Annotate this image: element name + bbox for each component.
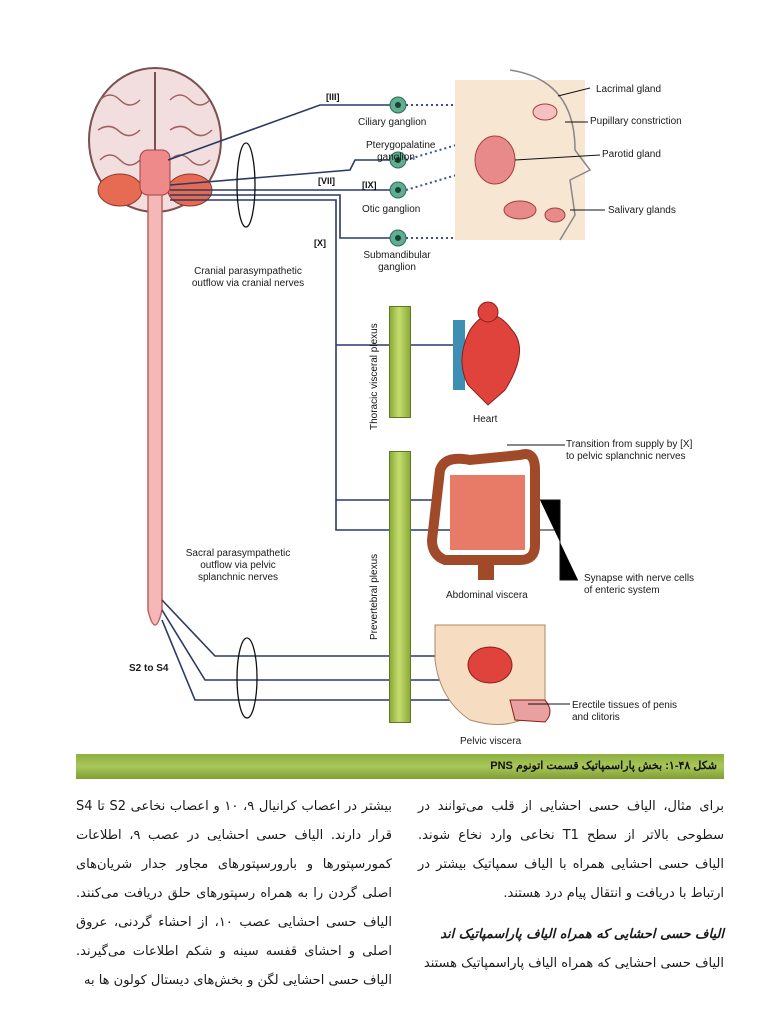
heart-illustration xyxy=(453,301,521,406)
body-leaders xyxy=(507,444,578,705)
pterygo-line2: ganglion xyxy=(377,152,415,163)
heart-label: Heart xyxy=(473,414,498,425)
prevertebral-plexus-label: Prevertebral plexus xyxy=(369,553,380,640)
cranial-outflow-label: Cranial parasympathetic outflow via cran… xyxy=(183,266,313,290)
sacral-line3: splanchnic nerves xyxy=(197,572,279,583)
pelvic-viscera-label: Pelvic viscera xyxy=(460,736,522,747)
synapse-label: Synapse with nerve cells of enteric syst… xyxy=(584,573,694,597)
transition-line2: to pelvic splanchnic nerves xyxy=(566,451,686,462)
cranial-line2: outflow via cranial nerves xyxy=(191,278,305,289)
synapse-line1: Synapse with nerve cells xyxy=(584,573,695,584)
submand-line2: ganglion xyxy=(378,262,416,273)
head-leaders xyxy=(514,87,605,211)
otic-ganglion-label: Otic ganglion xyxy=(362,204,421,215)
erectile-label: Erectile tissues of penis and clitoris xyxy=(572,700,677,724)
submandibular-label: Submandibular ganglion xyxy=(362,250,432,274)
ganglion-icons xyxy=(389,96,407,247)
prevertebral-plexus-bar xyxy=(389,451,411,723)
erectile-line1: Erectile tissues of penis xyxy=(572,700,678,711)
section-heading: الیاف حسی احشایی که همراه الیاف پاراسمپا… xyxy=(440,927,724,942)
left-paragraph-1: بیشتر در اعصاب کرانیال ۹، ۱۰ و اعصاب نخا… xyxy=(76,799,393,988)
pupillary-constriction-label: Pupillary constriction xyxy=(590,116,682,127)
parasympathetic-diagram xyxy=(88,67,605,725)
cn7-label: [VII] xyxy=(318,176,335,186)
right-paragraph-2: الیاف حسی احشایی که همراه الیاف پاراسمپا… xyxy=(423,956,724,971)
transition-line1: Transition from supply by [X] xyxy=(566,439,693,450)
figure-caption-bar: شکل ۴۸-۱: بخش پاراسمپاتیک قسمت اتونوم PN… xyxy=(76,754,724,779)
right-text-column: برای مثال، الیاف حسی احشایی از قلب می‌تو… xyxy=(418,792,724,978)
transition-label: Transition from supply by [X] to pelvic … xyxy=(566,439,692,463)
thoracic-plexus-bar xyxy=(389,306,411,418)
brain-illustration xyxy=(88,67,222,213)
cranial-bracket xyxy=(236,142,256,228)
lacrimal-gland-label: Lacrimal gland xyxy=(596,84,662,95)
right-paragraph-1: برای مثال، الیاف حسی احشایی از قلب می‌تو… xyxy=(418,799,724,901)
pelvic-illustration xyxy=(434,624,551,725)
spinal-cord xyxy=(147,194,163,626)
erectile-line2: and clitoris xyxy=(572,712,620,723)
submand-line1: Submandibular xyxy=(363,250,431,261)
thoracic-plexus-label: Thoracic visceral plexus xyxy=(369,323,380,430)
parotid-gland-label: Parotid gland xyxy=(602,149,661,160)
synapse-line2: of enteric system xyxy=(584,585,660,596)
head-illustration xyxy=(455,69,592,241)
sacral-line2: outflow via pelvic xyxy=(200,560,276,571)
s2-s4-label: S2 to S4 xyxy=(129,663,169,674)
figure-caption: شکل ۴۸-۱: بخش پاراسمپاتیک قسمت اتونوم PN… xyxy=(490,760,717,772)
sacral-outflow-label: Sacral parasympathetic outflow via pelvi… xyxy=(183,548,293,584)
cranial-line1: Cranial parasympathetic xyxy=(194,266,302,277)
cn3-label: [III] xyxy=(326,92,340,102)
ciliary-ganglion-label: Ciliary ganglion xyxy=(358,117,427,128)
colon-illustration xyxy=(426,449,540,580)
sacral-line1: Sacral parasympathetic xyxy=(185,548,291,559)
left-text-column: بیشتر در اعصاب کرانیال ۹، ۱۰ و اعصاب نخا… xyxy=(76,792,392,995)
cn9-label: [IX] xyxy=(362,180,377,190)
pterygo-line1: Pterygopalatine xyxy=(366,140,436,151)
pterygopalatine-label: Pterygopalatine ganglion xyxy=(366,140,436,164)
salivary-glands-label: Salivary glands xyxy=(608,205,676,216)
sacral-bracket xyxy=(236,637,258,719)
abdominal-viscera-label: Abdominal viscera xyxy=(446,590,528,601)
cn10-label: [X] xyxy=(314,238,326,248)
